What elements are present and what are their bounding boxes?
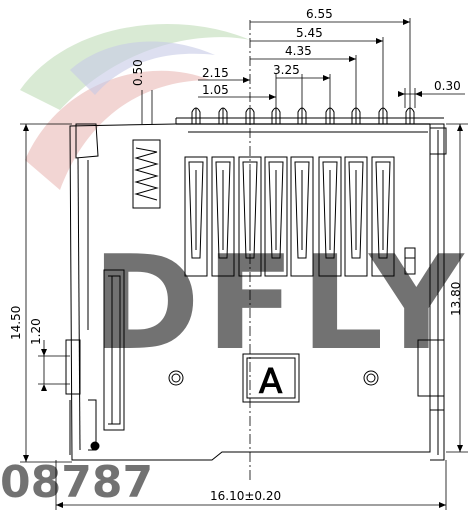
dim-16-10: 16.10±0.20 xyxy=(210,489,281,503)
right-tab-bottom xyxy=(417,339,445,397)
dim-14-50: 14.50 xyxy=(9,306,23,340)
contact-spring-inner xyxy=(322,161,338,259)
right-tab-top xyxy=(429,127,447,155)
dim-2-15: 2.15 xyxy=(202,66,229,80)
contact-spring-inner xyxy=(242,161,258,259)
left-latch xyxy=(65,339,81,395)
contact-spring xyxy=(264,156,288,277)
contact-spring xyxy=(371,156,395,277)
dim-3-25: 3.25 xyxy=(273,63,300,77)
contact-spring-inner xyxy=(375,161,391,259)
right-wall xyxy=(430,123,445,461)
watermark: DFLY 08787 xyxy=(0,24,463,508)
left-wall xyxy=(75,123,99,159)
pin1-dot xyxy=(90,441,100,451)
contact-spring xyxy=(344,156,368,277)
dimension-lines xyxy=(20,18,468,510)
dim-1-05: 1.05 xyxy=(202,83,229,97)
contact-spring-inner xyxy=(348,161,364,259)
contact-spring-inner xyxy=(294,161,310,259)
dim-0-50: 0.50 xyxy=(131,59,145,86)
contact-spring xyxy=(211,156,235,277)
dim-13-80: 13.80 xyxy=(449,282,463,316)
contact-spring-inner xyxy=(188,161,204,259)
lower-guide xyxy=(88,399,97,451)
watermark-digits: 08787 xyxy=(0,457,153,508)
ejector-slider xyxy=(103,269,125,431)
dim-6-55: 6.55 xyxy=(306,7,333,21)
polarity-notch xyxy=(404,247,416,275)
marking-box xyxy=(242,353,300,403)
marking-letter: A xyxy=(259,362,282,402)
dim-5-45: 5.45 xyxy=(296,26,323,40)
contact-spring xyxy=(184,156,208,277)
dim-1-20: 1.20 xyxy=(29,318,43,345)
mounting-hole-left xyxy=(168,370,184,386)
watermark-swoosh-green xyxy=(20,24,250,110)
contact-spring xyxy=(318,156,342,277)
dimension-arrows xyxy=(23,19,463,508)
watermark-swoosh-blue xyxy=(70,41,215,95)
mounting-hole-right xyxy=(363,370,379,386)
dim-4-35: 4.35 xyxy=(285,44,312,58)
eject-spring xyxy=(132,139,161,209)
contact-spring xyxy=(290,156,314,277)
watermark-swoosh-red xyxy=(25,70,210,190)
contact-spring-inner xyxy=(268,161,284,259)
dim-0-30: 0.30 xyxy=(434,79,461,93)
contact-array xyxy=(184,107,415,277)
contact-spring-inner xyxy=(215,161,231,259)
